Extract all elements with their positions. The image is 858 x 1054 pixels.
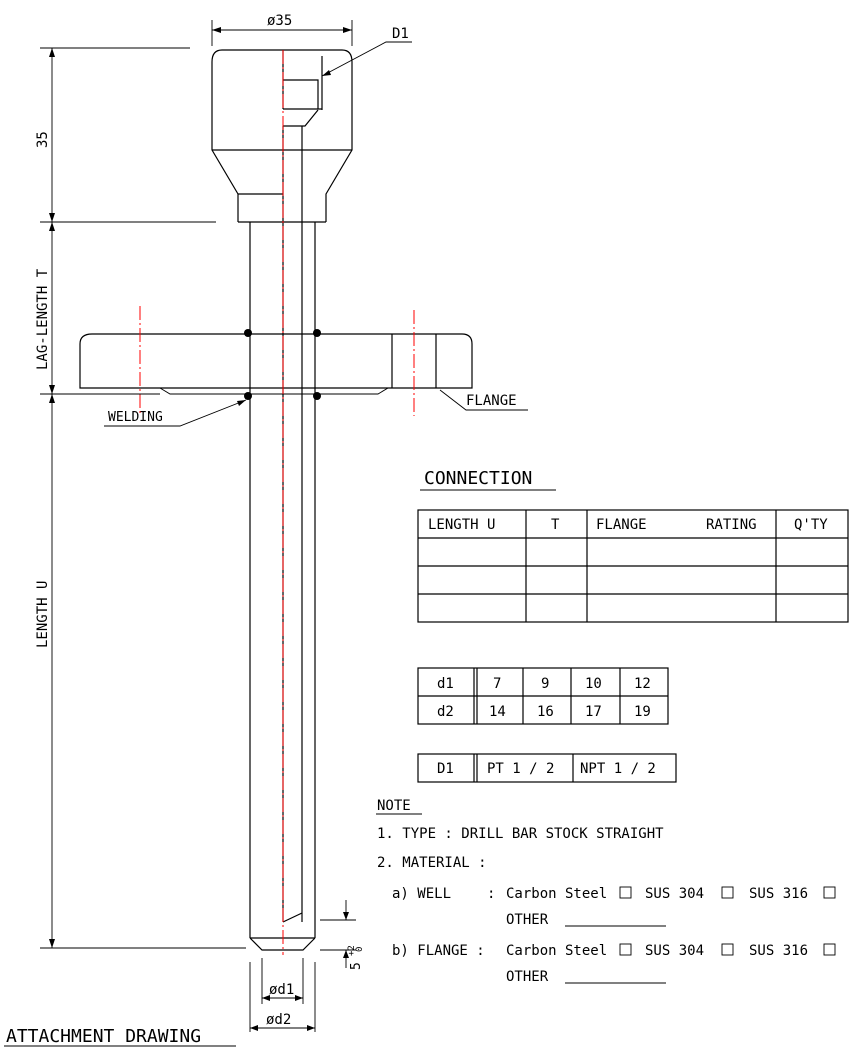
flange-carbon-steel[interactable]: Carbon Steel [506, 943, 607, 959]
dia-d2-label: ød2 [266, 1012, 291, 1028]
d-row1-val2: 9 [541, 676, 549, 692]
d-table: d1 7 9 10 12 d2 14 16 17 19 [417, 667, 669, 725]
d-row1-val4: 12 [634, 676, 651, 692]
flange-other: OTHER [506, 969, 549, 985]
flange-carbon-checkbox[interactable] [619, 943, 632, 956]
d1-callout-label: D1 [392, 26, 409, 42]
attachment-drawing-title: ATTACHMENT DRAWING [6, 1026, 201, 1047]
d-row1-val1: 7 [493, 676, 501, 692]
D1-table-npt: NPT 1 / 2 [580, 761, 656, 777]
note-title: NOTE [377, 798, 411, 814]
flange-material-label: b) FLANGE : [392, 943, 485, 959]
tol-sub-label: 0 [355, 947, 365, 952]
conn-header-qty: Q'TY [794, 517, 828, 533]
flange-sus316[interactable]: SUS 316 [749, 943, 808, 959]
flange-sus316-checkbox[interactable] [823, 943, 836, 956]
conn-header-length-u: LENGTH U [428, 517, 495, 533]
dim35-label: 35 [35, 131, 51, 148]
d-row2-val2: 16 [537, 704, 554, 720]
well-sus304[interactable]: SUS 304 [645, 886, 704, 902]
dia35-label: ø35 [267, 13, 292, 29]
d-row2-val4: 19 [634, 704, 651, 720]
connection-section: CONNECTION LENGTH U T FLANGE RATING Q'TY [417, 468, 849, 623]
d-row2-val1: 14 [489, 704, 506, 720]
well-carbon-checkbox[interactable] [619, 886, 632, 899]
D1-table-pt: PT 1 / 2 [487, 761, 554, 777]
conn-header-rating: RATING [706, 517, 757, 533]
note-material: 2. MATERIAL : [377, 855, 487, 871]
D1-table: D1 PT 1 / 2 NPT 1 / 2 [417, 753, 677, 783]
well-other: OTHER [506, 912, 549, 928]
d-row2-val3: 17 [585, 704, 602, 720]
welding-label: WELDING [108, 410, 163, 425]
note-type: 1. TYPE : DRILL BAR STOCK STRAIGHT [377, 826, 664, 842]
well-sus304-checkbox[interactable] [721, 886, 734, 899]
d-row1-val3: 10 [585, 676, 602, 692]
notes-section: NOTE 1. TYPE : DRILL BAR STOCK STRAIGHT … [376, 798, 836, 985]
flange-sus304-checkbox[interactable] [721, 943, 734, 956]
d-row1-label: d1 [437, 676, 454, 692]
thermowell-part [79, 49, 473, 955]
dimensions [4, 20, 528, 1047]
D1-table-label: D1 [437, 761, 454, 777]
dia-d1-label: ød1 [269, 982, 294, 998]
connection-title: CONNECTION [424, 468, 532, 489]
conn-header-flange: FLANGE [596, 517, 647, 533]
flange-label: FLANGE [466, 393, 517, 409]
drawing-labels: ø35 D1 35 LAG-LENGTH T LENGTH U WELDING … [6, 13, 517, 1047]
lag-length-label: LAG-LENGTH T [35, 268, 51, 370]
d-row2-label: d2 [437, 704, 454, 720]
well-carbon-steel[interactable]: Carbon Steel [506, 886, 607, 902]
flange-sus304[interactable]: SUS 304 [645, 943, 704, 959]
well-sus316[interactable]: SUS 316 [749, 886, 808, 902]
well-colon: : [487, 886, 495, 902]
well-sus316-checkbox[interactable] [823, 886, 836, 899]
length-u-label: LENGTH U [35, 581, 51, 648]
tol-label: 5 [349, 962, 364, 970]
tol-sup-label: +2 [347, 945, 357, 956]
conn-header-t: T [551, 517, 560, 533]
well-label: a) WELL [392, 886, 451, 902]
